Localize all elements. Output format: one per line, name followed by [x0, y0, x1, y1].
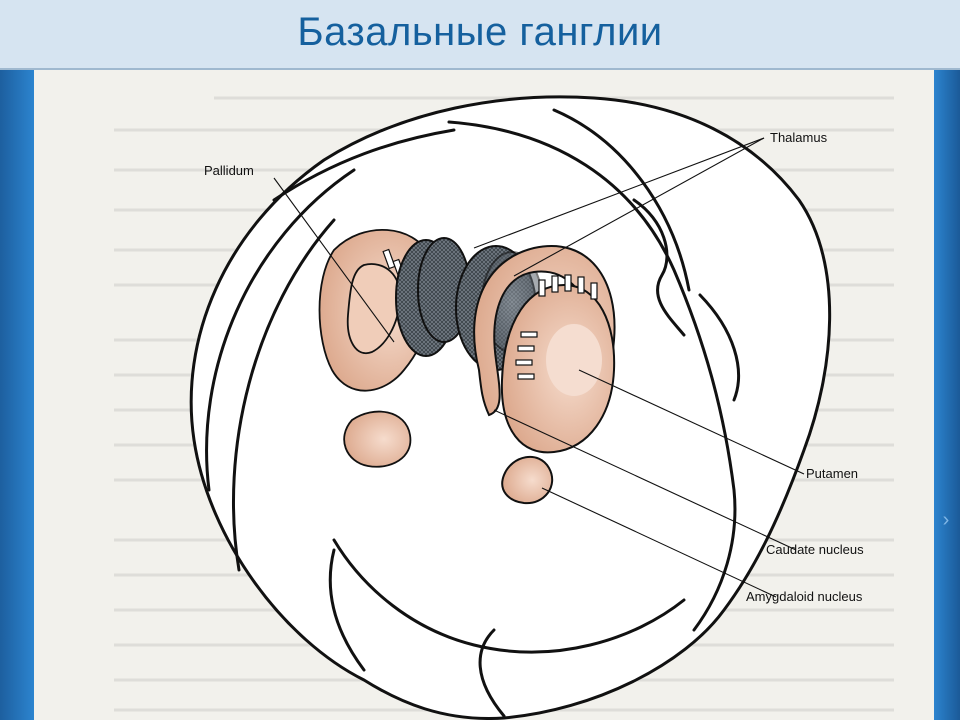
- label-caudate-nucleus: Caudate nucleus: [766, 542, 864, 557]
- basal-ganglia-diagram: Thalamus Pallidum Putamen Caudate nucleu…: [114, 95, 894, 720]
- slide-frame-left: [0, 0, 34, 720]
- label-pallidum: Pallidum: [204, 163, 254, 178]
- leader-caudate: [493, 409, 797, 551]
- brain-figure: Thalamus Pallidum Putamen Caudate nucleu…: [34, 70, 934, 720]
- leader-thalamus-2: [513, 137, 765, 277]
- label-thalamus: Thalamus: [770, 130, 828, 145]
- leader-putamen: [578, 369, 805, 475]
- label-amygdaloid-nucleus: Amygdaloid nucleus: [746, 589, 863, 604]
- chevron-right-icon[interactable]: ›: [942, 509, 950, 531]
- leader-amygdala: [541, 487, 777, 598]
- leader-thalamus-1: [473, 137, 765, 249]
- leader-lines: [273, 137, 805, 598]
- right-nuclei: [473, 245, 616, 505]
- slide-frame-right: [934, 0, 960, 720]
- label-putamen: Putamen: [806, 466, 858, 481]
- slide-title: Базальные ганглии: [297, 10, 663, 54]
- title-bar: Базальные ганглии: [0, 0, 960, 70]
- leader-pallidum: [273, 177, 395, 343]
- brain-folds: [205, 108, 741, 718]
